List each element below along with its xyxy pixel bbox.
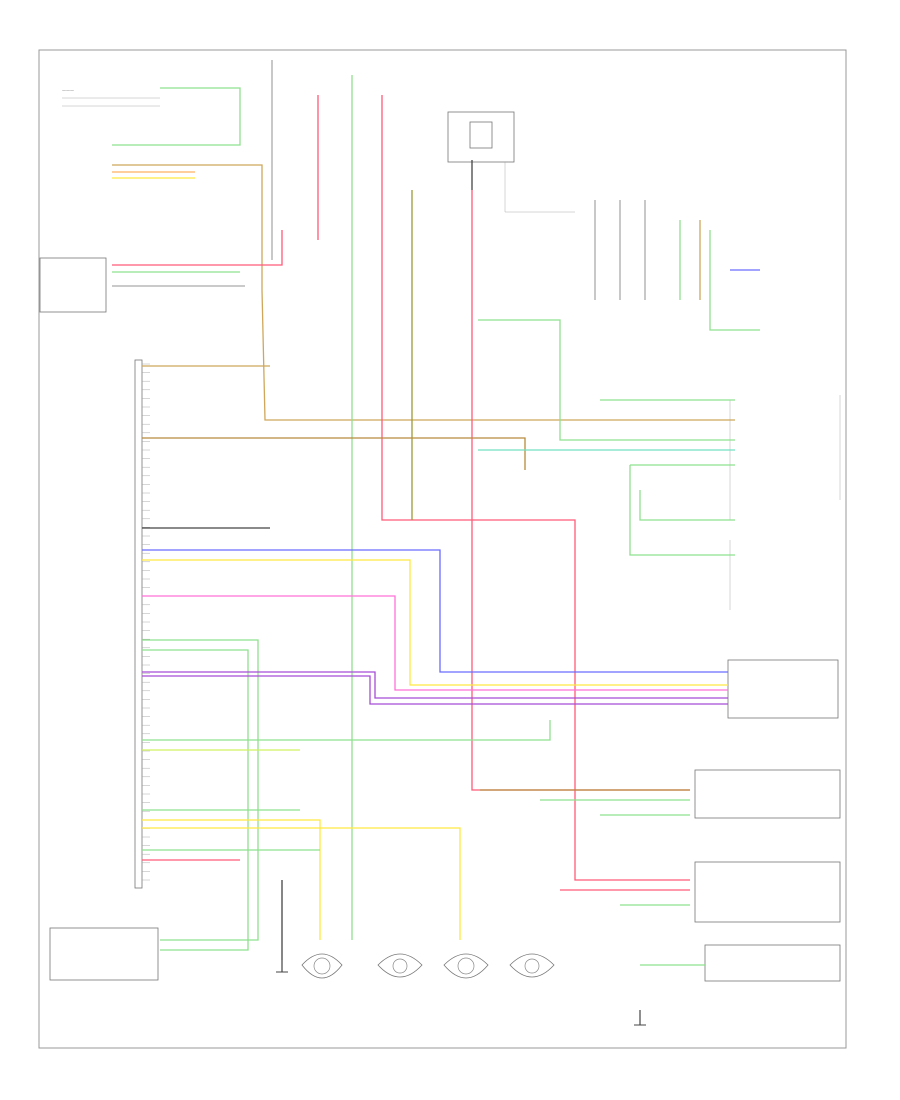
wire-purple-main (142, 671, 728, 699)
left-small-module (39, 257, 107, 313)
wheel-speed-sensor-3 (443, 953, 489, 979)
wire-green-right1 (478, 319, 735, 441)
wire-red-topleft (112, 230, 283, 266)
diagram-frame (38, 49, 847, 1049)
wire-green-main1 (142, 639, 259, 941)
main-controller-connector (134, 359, 143, 889)
wire-red-v4 (381, 95, 690, 881)
wheel-speed-sensor-2 (377, 953, 423, 978)
ground-bottom-right (634, 1010, 646, 1026)
wire-green-right6 (709, 230, 760, 331)
wheel-speed-sensor-1 (301, 953, 343, 979)
wires (112, 60, 760, 966)
wire-green-main2 (142, 649, 249, 951)
wheel-speed-sensor-4 (509, 953, 555, 978)
svg-text:———: ——— (62, 88, 74, 93)
right-module-5 (704, 944, 841, 982)
wire-red-v6 (471, 190, 690, 791)
fuse-relay-top (447, 111, 575, 213)
wire-brown-main (142, 437, 526, 470)
wire-yellow-main2 (142, 819, 321, 940)
wire-green-main3 (142, 720, 551, 741)
wire-yellow-main (142, 559, 728, 686)
right-module-3 (694, 769, 841, 819)
wire-purple-main2 (142, 675, 728, 705)
right-module-4 (694, 861, 841, 923)
wire-green-right5 (639, 490, 735, 521)
bottom-left-module (49, 927, 159, 981)
wire-yellow-main3 (142, 827, 461, 940)
wire-green-right4 (629, 465, 735, 556)
wire-pink-main (142, 595, 728, 691)
wire-blue-main (142, 549, 728, 673)
wire-tan-topleft (112, 164, 735, 421)
top-left-module: ——— (62, 88, 160, 107)
right-module-2 (727, 659, 839, 719)
ground-bottom-left (276, 960, 288, 973)
wire-green-topleft (112, 87, 241, 146)
connector-pins (142, 363, 150, 881)
